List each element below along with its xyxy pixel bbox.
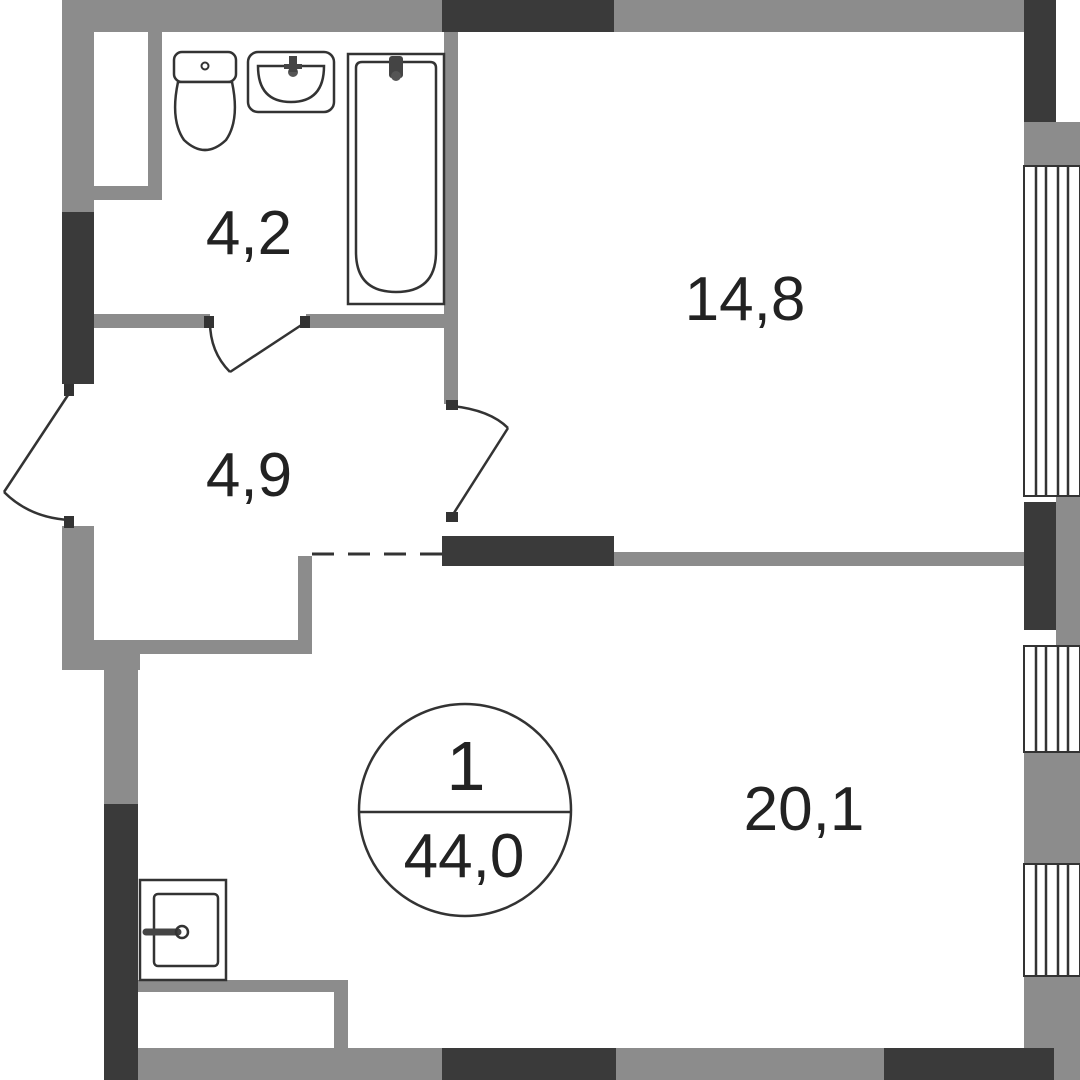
window-living-2 — [1023, 863, 1080, 977]
right-dark-top — [1024, 0, 1056, 122]
total-area-label: 44,0 — [404, 822, 525, 891]
apartment-badge: 1 44,0 — [357, 702, 573, 918]
doors — [2, 316, 510, 556]
wall-left-hall — [62, 526, 94, 670]
living-area-label: 20,1 — [744, 775, 865, 844]
wall-left-living — [104, 640, 138, 804]
fixtures — [138, 50, 446, 982]
wall-top-left — [62, 0, 442, 32]
right-wall-seg-3 — [1024, 752, 1080, 864]
counter-top-edge — [138, 980, 348, 992]
window-left-lower — [104, 804, 138, 1080]
counter-right-edge — [334, 980, 348, 1048]
partition-bedroom-left — [444, 32, 458, 404]
bath-partition-left — [94, 314, 210, 328]
partition-hall-living — [138, 640, 312, 654]
niche-right — [148, 32, 162, 200]
right-wall-seg-1 — [1024, 122, 1080, 166]
toilet-icon — [172, 50, 238, 152]
bedroom-door — [446, 400, 510, 522]
bedroom-area-label: 14,8 — [685, 265, 806, 334]
bathtub-icon — [346, 52, 446, 306]
hallway-area-label: 4,9 — [206, 441, 292, 510]
right-wall-seg-2 — [1056, 496, 1080, 646]
window-bedroom — [1023, 165, 1080, 497]
window-living-1 — [1023, 645, 1080, 753]
bathroom-door — [204, 316, 310, 374]
window-bottom-1 — [442, 1048, 616, 1080]
right-windows — [1023, 165, 1080, 977]
walls — [62, 0, 1080, 1080]
bath-partition-right — [306, 314, 446, 328]
window-left-upper — [62, 212, 94, 384]
partition-hall-vertical — [298, 556, 312, 654]
wall-left-upper — [62, 32, 94, 212]
partition-dark-block — [442, 536, 614, 566]
kitchen-sink-icon — [138, 878, 228, 982]
room-count-label: 1 — [447, 727, 486, 805]
window-top — [442, 0, 614, 32]
room-labels: 4,2 14,8 4,9 20,1 — [206, 199, 864, 844]
wall-top-right — [614, 0, 1024, 32]
niche-bottom — [94, 186, 160, 200]
partition-bedroom-living — [614, 552, 1026, 566]
entrance-door — [2, 384, 74, 528]
wall-bottom-left — [138, 1048, 442, 1080]
right-dark-mid — [1024, 502, 1056, 630]
window-bottom-2 — [884, 1048, 1054, 1080]
wall-bottom-mid — [616, 1048, 884, 1080]
bathroom-area-label: 4,2 — [206, 199, 292, 268]
bathroom-sink-icon — [246, 50, 336, 114]
